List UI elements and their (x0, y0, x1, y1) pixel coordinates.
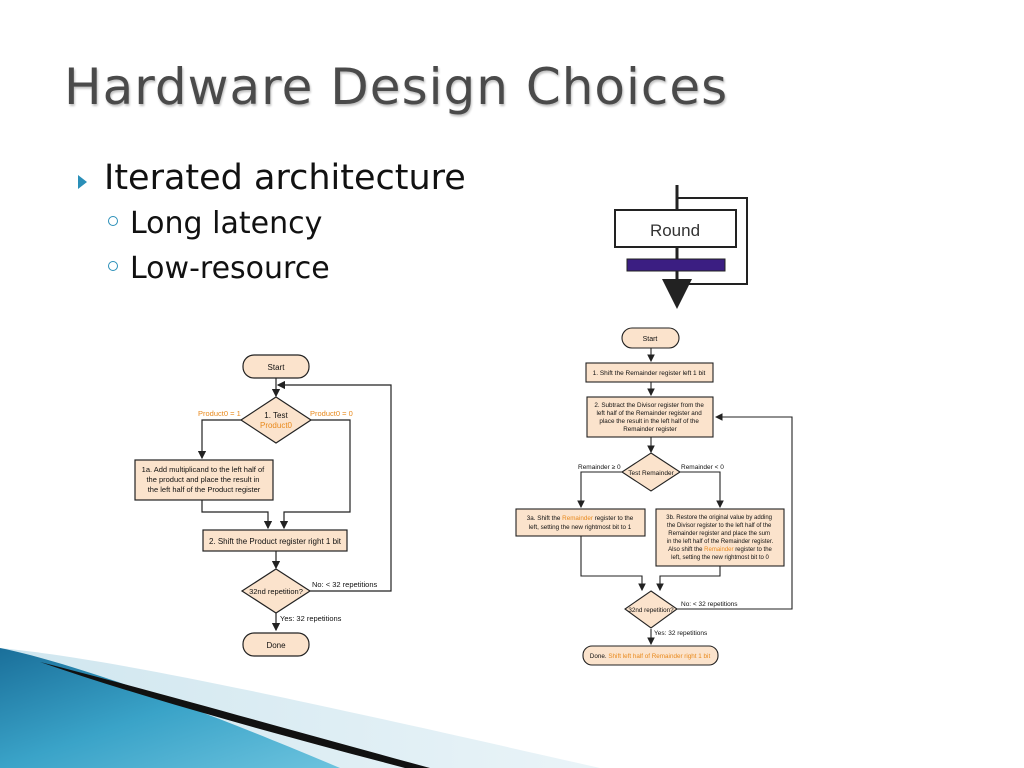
div-repeat: 32nd repetition? (628, 607, 674, 614)
mult-repeat: 32nd repetition? (249, 587, 303, 596)
slide-title: Hardware Design Choices (64, 58, 729, 116)
sub-bullet-latency: Long latency (108, 206, 322, 241)
div-step2: 2. Subtract the Divisor register from th… (594, 402, 705, 433)
mult-start: Start (268, 363, 286, 372)
triangle-bullet-icon (78, 175, 87, 189)
div-step1: 1. Shift the Remainder register left 1 b… (593, 370, 706, 377)
mult-yes-label: Yes: 32 repetitions (280, 614, 342, 623)
div-step3a-line2: left, setting the new rightmost bit to 1 (529, 524, 632, 531)
mult-eq0-label: Product0 = 0 (310, 409, 353, 418)
round-register-bar (626, 258, 726, 272)
round-box (614, 209, 737, 248)
div-no-label: No: < 32 repetitions (681, 601, 738, 608)
bullet-text: Iterated architecture (104, 158, 466, 198)
div-step3b: 3b. Restore the original value by adding… (666, 515, 773, 545)
mult-test-line1: 1. Test (264, 411, 288, 420)
mult-done: Done (266, 641, 286, 650)
div-start: Start (643, 336, 658, 343)
div-lt-label: Remainder < 0 (681, 464, 724, 471)
mult-step2: 2. Shift the Product register right 1 bi… (209, 537, 342, 546)
div-ge-label: Remainder ≥ 0 (578, 464, 621, 471)
div-test: Test Remainder (628, 470, 674, 477)
mult-no-label: No: < 32 repetitions (312, 580, 377, 589)
div-step3b-line6: left, setting the new rightmost bit to 0 (671, 555, 769, 561)
div-step3a-line1: 3a. Shift the Remainder register to the (527, 515, 634, 522)
div-step3b-line5: Also shift the Remainder register to the (668, 547, 772, 553)
mult-step1a: 1a. Add multiplicand to the left half of… (142, 465, 267, 494)
round-feedback-line (677, 197, 748, 285)
mult-test-line2: Product0 (260, 421, 293, 430)
div-done: Done. Shift left half of Remainder right… (590, 653, 711, 660)
div-yes-label: Yes: 32 repetitions (654, 630, 708, 637)
sub-bullet-resource: Low-resource (108, 251, 330, 286)
round-label: Round (650, 221, 700, 240)
circle-bullet-icon (108, 261, 118, 271)
mult-eq1-label: Product0 = 1 (198, 409, 241, 418)
circle-bullet-icon (108, 216, 118, 226)
